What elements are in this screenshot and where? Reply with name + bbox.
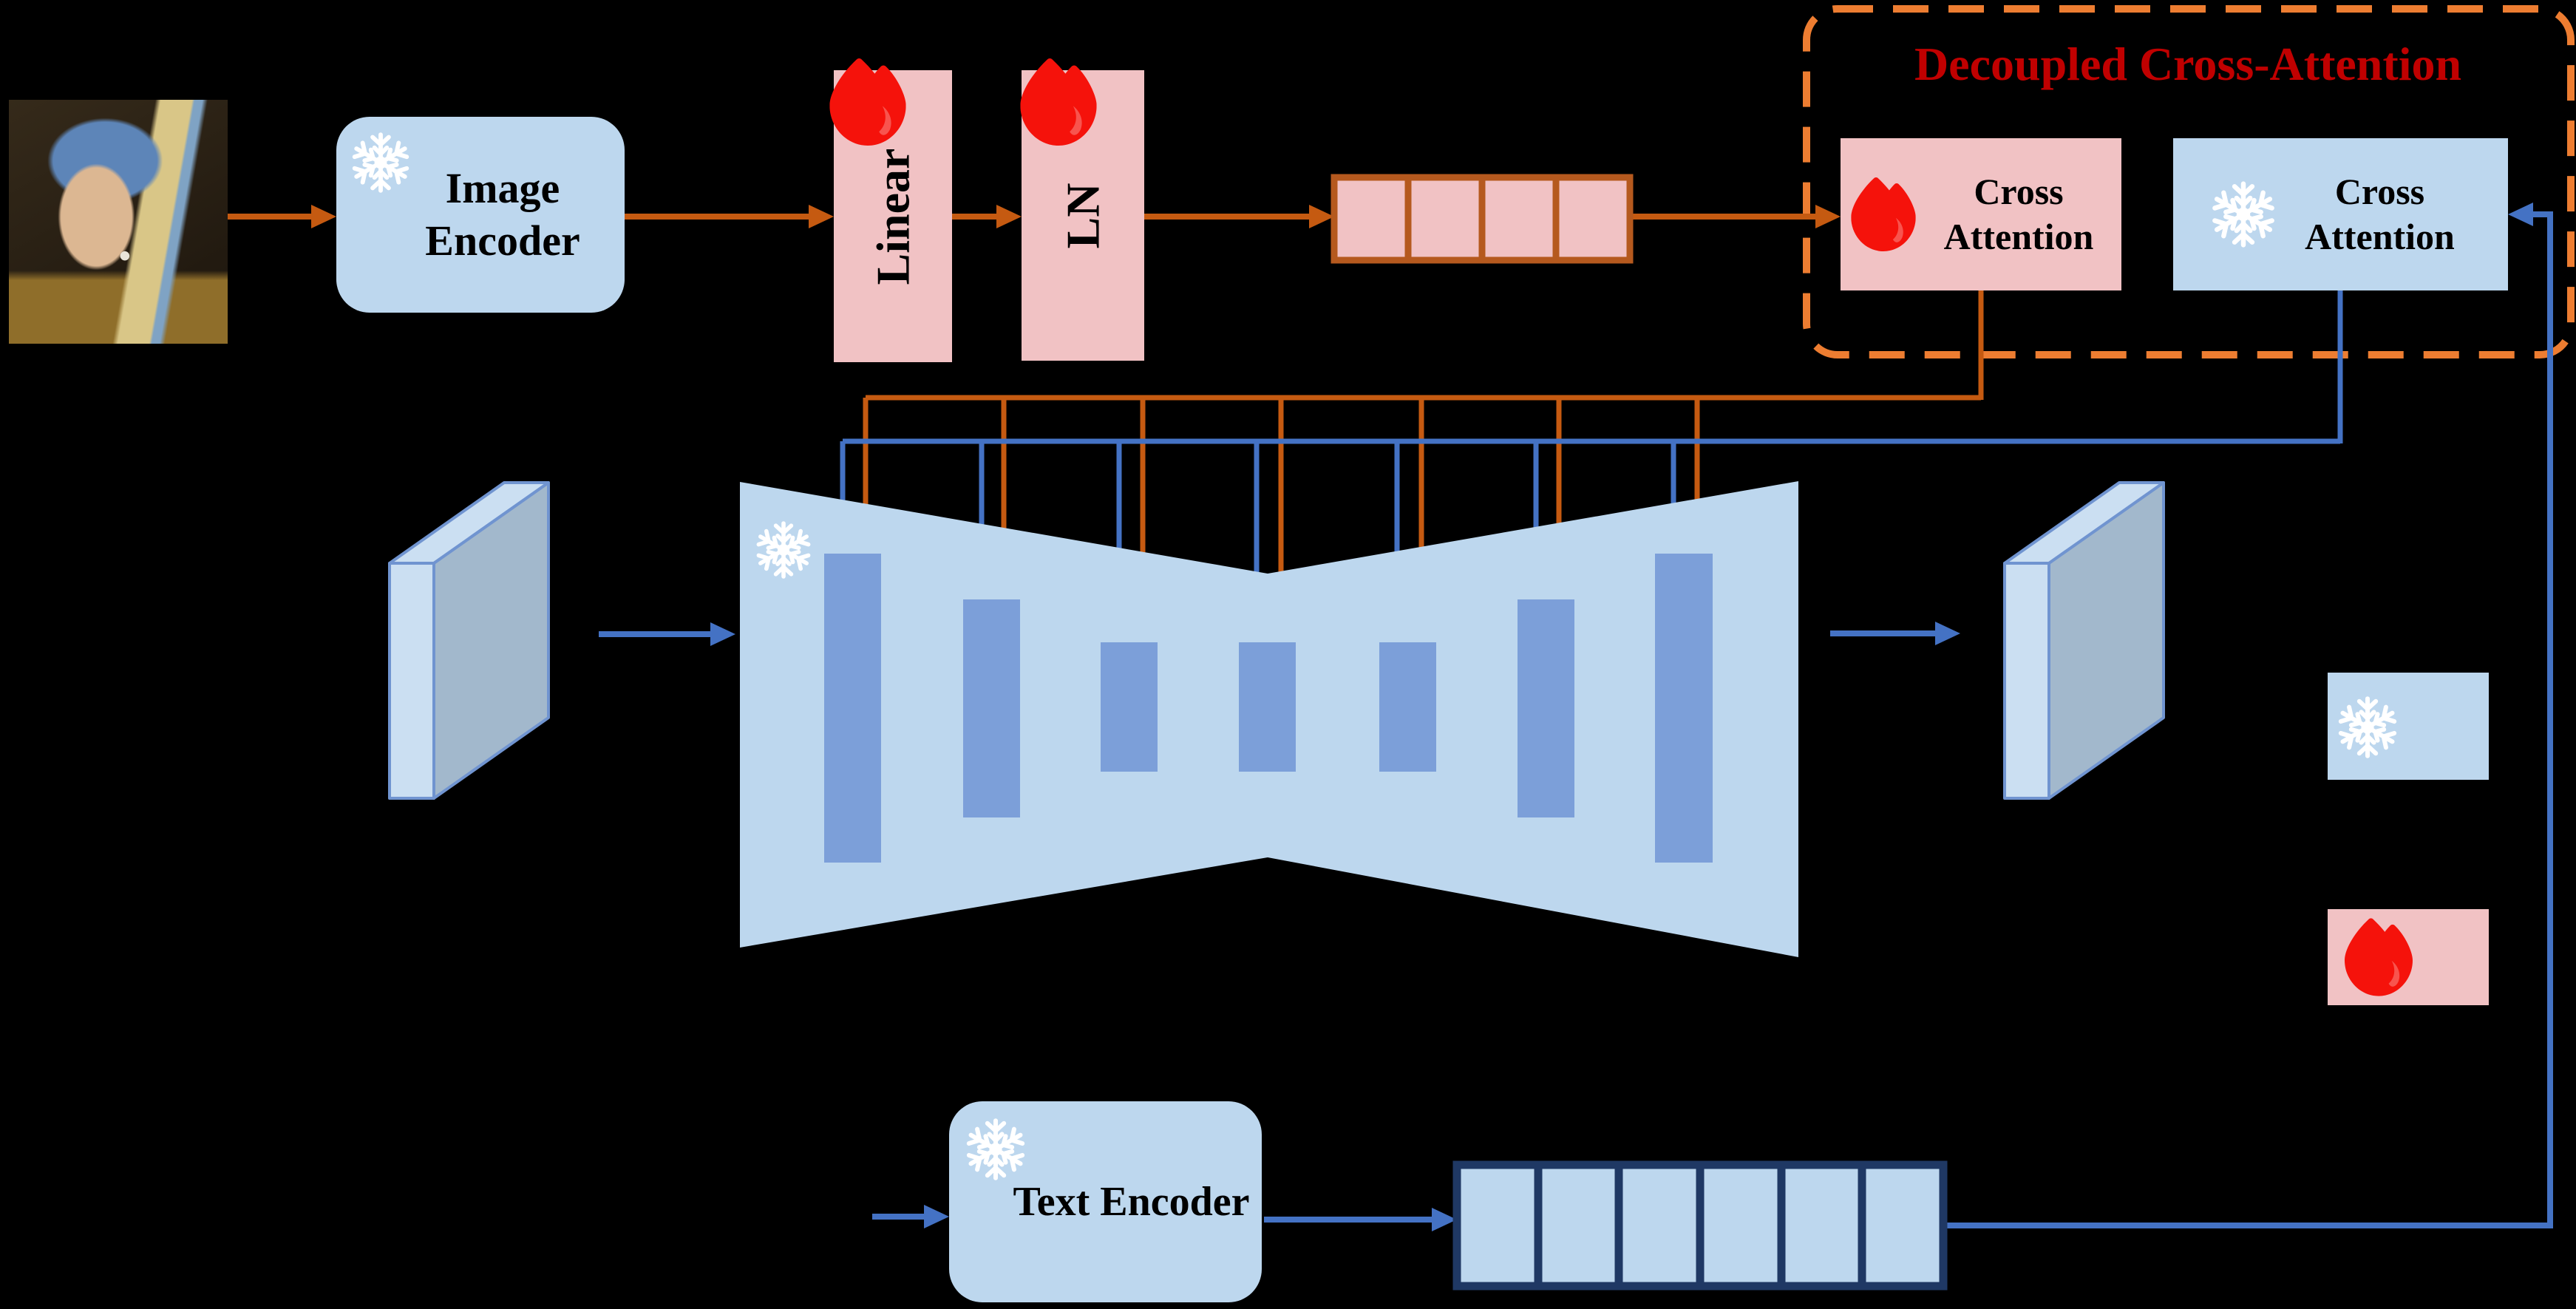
linear-projection-box: Linear bbox=[834, 70, 952, 362]
latent-flow-arrows bbox=[599, 203, 2553, 1231]
snowflake-icon bbox=[350, 132, 412, 194]
input-latent-slab bbox=[388, 481, 550, 800]
legend-trainable-box bbox=[2328, 909, 2489, 1005]
frozen-cross-attention-label: Cross Attention bbox=[2305, 171, 2455, 257]
snowflake-icon bbox=[964, 1118, 1027, 1181]
frozen-cross-attention-box: Cross Attention bbox=[2173, 138, 2508, 290]
decoupled-cross-attention-container bbox=[1803, 5, 2575, 358]
layer-norm-label: LN bbox=[1056, 183, 1109, 248]
input-image-girl-with-pearl-earring bbox=[9, 100, 228, 344]
image-token-row bbox=[1331, 174, 1634, 264]
legend-frozen-box bbox=[2328, 673, 2489, 780]
decoupled-cross-attention-title: Decoupled Cross-Attention bbox=[1914, 38, 2462, 90]
layer-norm-box: LN bbox=[1022, 70, 1144, 361]
snowflake-icon bbox=[2209, 180, 2277, 248]
image-encoder-label: Image Encoder bbox=[425, 163, 580, 265]
fire-icon bbox=[1851, 177, 1916, 251]
image-encoder-box: Image Encoder bbox=[336, 117, 625, 313]
text-encoder-label: Text Encoder bbox=[1013, 1178, 1250, 1225]
linear-label: Linear bbox=[866, 148, 919, 285]
trainable-cross-attention-box: Cross Attention bbox=[1841, 138, 2121, 290]
fire-icon bbox=[826, 58, 909, 146]
trainable-cross-attention-label: Cross Attention bbox=[1943, 171, 2094, 257]
unet-feature-blocks bbox=[824, 554, 1713, 863]
unet-backbone bbox=[740, 481, 1798, 957]
image-feature-arrows bbox=[228, 205, 1841, 228]
fire-icon bbox=[1017, 58, 1100, 146]
text-encoder-box: Text Encoder bbox=[949, 1101, 1262, 1302]
text-token-row bbox=[1452, 1160, 1948, 1291]
output-latent-slab bbox=[2003, 481, 2165, 800]
